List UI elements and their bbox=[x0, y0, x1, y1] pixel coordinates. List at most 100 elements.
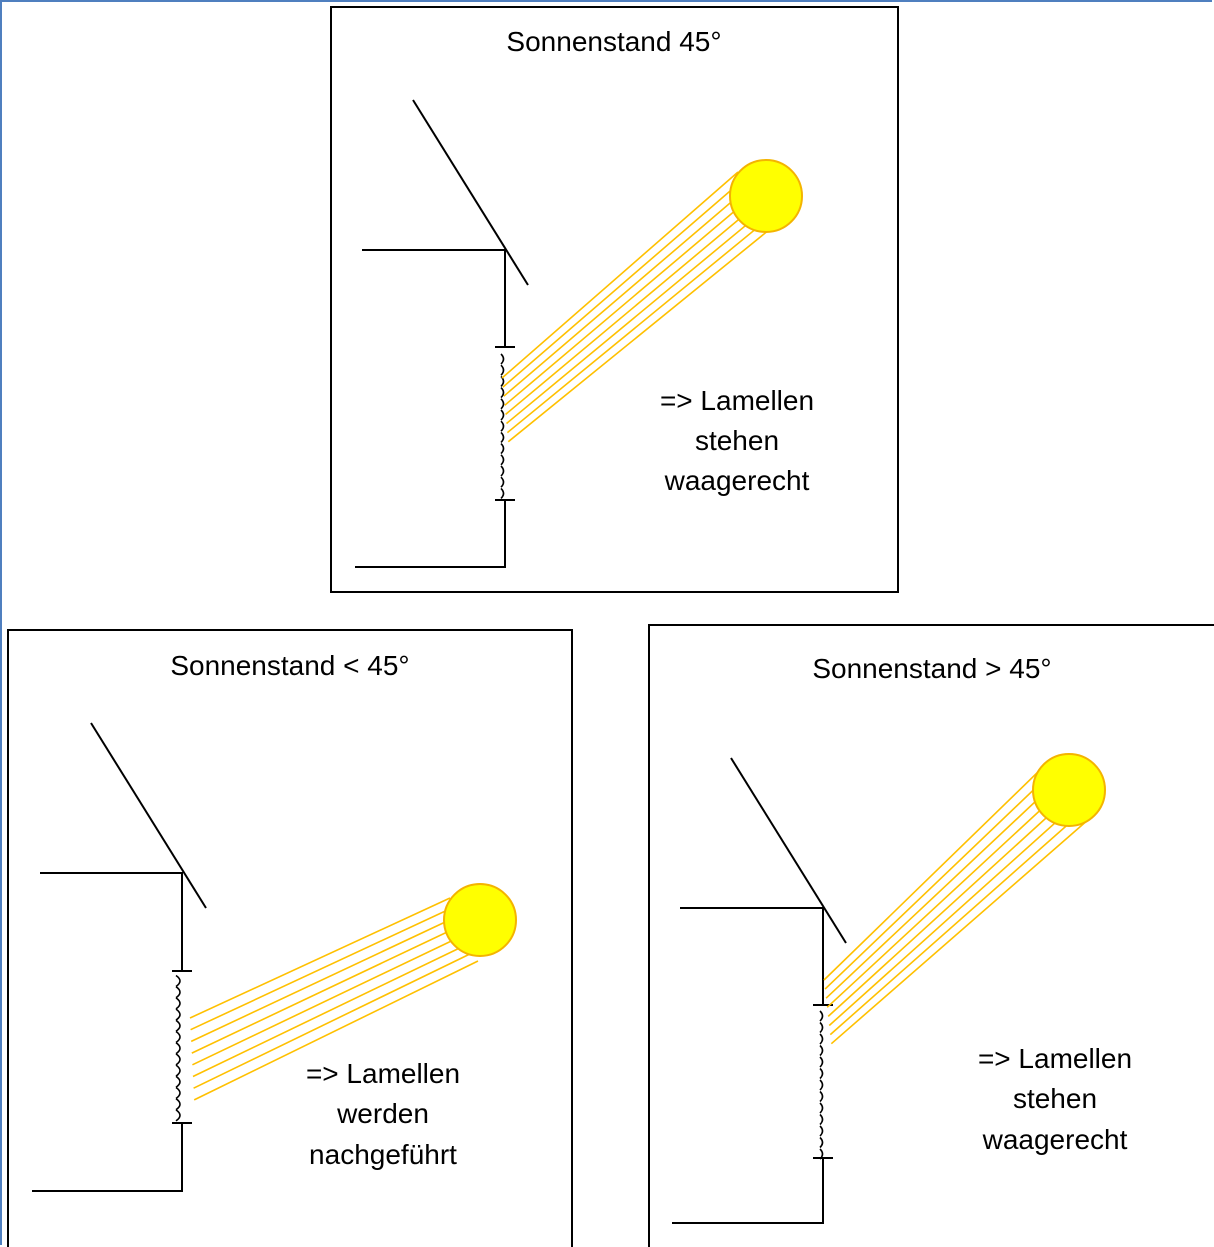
blind-slat bbox=[175, 1075, 181, 1088]
sun-ray bbox=[192, 942, 471, 1078]
sun-icon bbox=[729, 159, 803, 233]
roof-line bbox=[730, 757, 847, 944]
blind-slat bbox=[175, 1053, 181, 1066]
roof-line bbox=[90, 722, 207, 909]
sun-rays bbox=[823, 769, 1090, 1045]
result-note-line-1: => Lamellen bbox=[978, 1043, 1132, 1074]
sun-ray bbox=[830, 818, 1090, 1045]
sun-ray bbox=[193, 951, 475, 1089]
panel-sun-above-45: Sonnenstand > 45° => Lamellen stehen waa… bbox=[648, 624, 1214, 1247]
panel-frame bbox=[648, 624, 1214, 1247]
wall-lower bbox=[672, 1158, 824, 1224]
panel-title: Sonnenstand 45° bbox=[506, 26, 721, 57]
blind-slat bbox=[819, 1148, 824, 1160]
result-note-line-2: stehen bbox=[1013, 1083, 1097, 1114]
blind-slat bbox=[175, 1008, 181, 1021]
blind-slat bbox=[175, 1042, 181, 1055]
blind-slat bbox=[819, 1056, 824, 1068]
sun-rays bbox=[501, 171, 781, 443]
blind-slat bbox=[500, 398, 505, 410]
blind-slat bbox=[819, 1033, 824, 1045]
sun-ray bbox=[190, 906, 455, 1031]
blind-slat bbox=[819, 1113, 824, 1126]
sun-ray bbox=[826, 790, 1062, 1008]
blind-slat bbox=[819, 1067, 824, 1080]
blind-slat bbox=[819, 1136, 824, 1149]
sun-ray bbox=[825, 783, 1055, 999]
panel-frame bbox=[330, 6, 899, 593]
wall-upper bbox=[680, 907, 824, 1005]
result-note-line-3: nachgeführt bbox=[309, 1139, 457, 1170]
blind-slat bbox=[819, 1090, 824, 1103]
sun-ray bbox=[192, 933, 467, 1066]
blind-slat bbox=[175, 974, 181, 988]
blind-slat bbox=[500, 443, 505, 455]
sun-ray bbox=[506, 213, 775, 434]
blind-slats bbox=[819, 1010, 824, 1160]
wall-lower bbox=[355, 500, 506, 568]
building-outline bbox=[672, 757, 847, 1224]
blind-slats bbox=[500, 353, 505, 499]
blind-slat bbox=[819, 1010, 824, 1022]
sun-icon bbox=[1032, 753, 1106, 827]
blind-slat bbox=[175, 1098, 181, 1111]
blind-slat bbox=[819, 1044, 824, 1057]
blind-slat bbox=[175, 1030, 181, 1044]
blind-slat bbox=[500, 387, 505, 399]
sun-ray bbox=[505, 206, 769, 425]
sun-ray bbox=[189, 897, 451, 1019]
wall-lower bbox=[32, 1123, 183, 1192]
blind-slat bbox=[819, 1021, 824, 1034]
blind-slat bbox=[500, 465, 505, 477]
panel-title: Sonnenstand < 45° bbox=[170, 650, 409, 681]
result-note-line-3: waagerecht bbox=[664, 465, 810, 496]
sun-ray bbox=[824, 776, 1048, 990]
blind-slat bbox=[175, 986, 181, 999]
wall-upper bbox=[40, 872, 183, 971]
blind-slat bbox=[500, 431, 505, 443]
blind-slat bbox=[175, 1086, 181, 1100]
result-note-line-3: waagerecht bbox=[982, 1124, 1128, 1155]
blind-slat bbox=[819, 1125, 824, 1137]
blind-slat bbox=[175, 997, 181, 1010]
blind-slat bbox=[819, 1102, 824, 1114]
sun-rays bbox=[189, 897, 479, 1101]
blind-slat bbox=[175, 1019, 181, 1032]
building-outline bbox=[355, 99, 529, 568]
panel-title: Sonnenstand > 45° bbox=[812, 653, 1051, 684]
sun-icon bbox=[443, 883, 517, 957]
result-note-line-1: => Lamellen bbox=[660, 385, 814, 416]
sun-ray bbox=[829, 811, 1083, 1036]
sun-ray bbox=[193, 960, 479, 1101]
sun-ray bbox=[828, 804, 1076, 1027]
blind-slat bbox=[500, 420, 505, 432]
blind-slat bbox=[500, 353, 505, 365]
sun-ray bbox=[507, 220, 781, 443]
sun-ray bbox=[501, 171, 739, 379]
sun-ray bbox=[502, 178, 745, 388]
blind-slat bbox=[500, 454, 505, 466]
sun-ray bbox=[827, 797, 1069, 1017]
sun-ray bbox=[190, 915, 459, 1043]
wall-upper bbox=[362, 249, 506, 347]
result-note-line-2: stehen bbox=[695, 425, 779, 456]
sun-ray bbox=[503, 185, 751, 397]
blind-slat bbox=[500, 476, 505, 488]
panel-sun-below-45: Sonnenstand < 45° => Lamellen werden nac… bbox=[7, 629, 573, 1247]
building-outline bbox=[32, 722, 207, 1192]
sun-ray bbox=[505, 199, 763, 416]
result-note-line-2: werden bbox=[336, 1098, 429, 1129]
blind-slat bbox=[500, 487, 505, 499]
blind-slat bbox=[175, 1109, 181, 1122]
result-note-line-1: => Lamellen bbox=[306, 1058, 460, 1089]
blind-slat bbox=[500, 364, 505, 376]
roof-line bbox=[412, 99, 529, 286]
blind-slat bbox=[819, 1079, 824, 1091]
blind-slat bbox=[500, 409, 505, 421]
sun-ray bbox=[823, 769, 1041, 981]
panel-sun-45: Sonnenstand 45° => Lamellen stehen waage… bbox=[330, 6, 899, 593]
blind-slats bbox=[175, 974, 181, 1122]
sun-ray bbox=[504, 192, 757, 406]
